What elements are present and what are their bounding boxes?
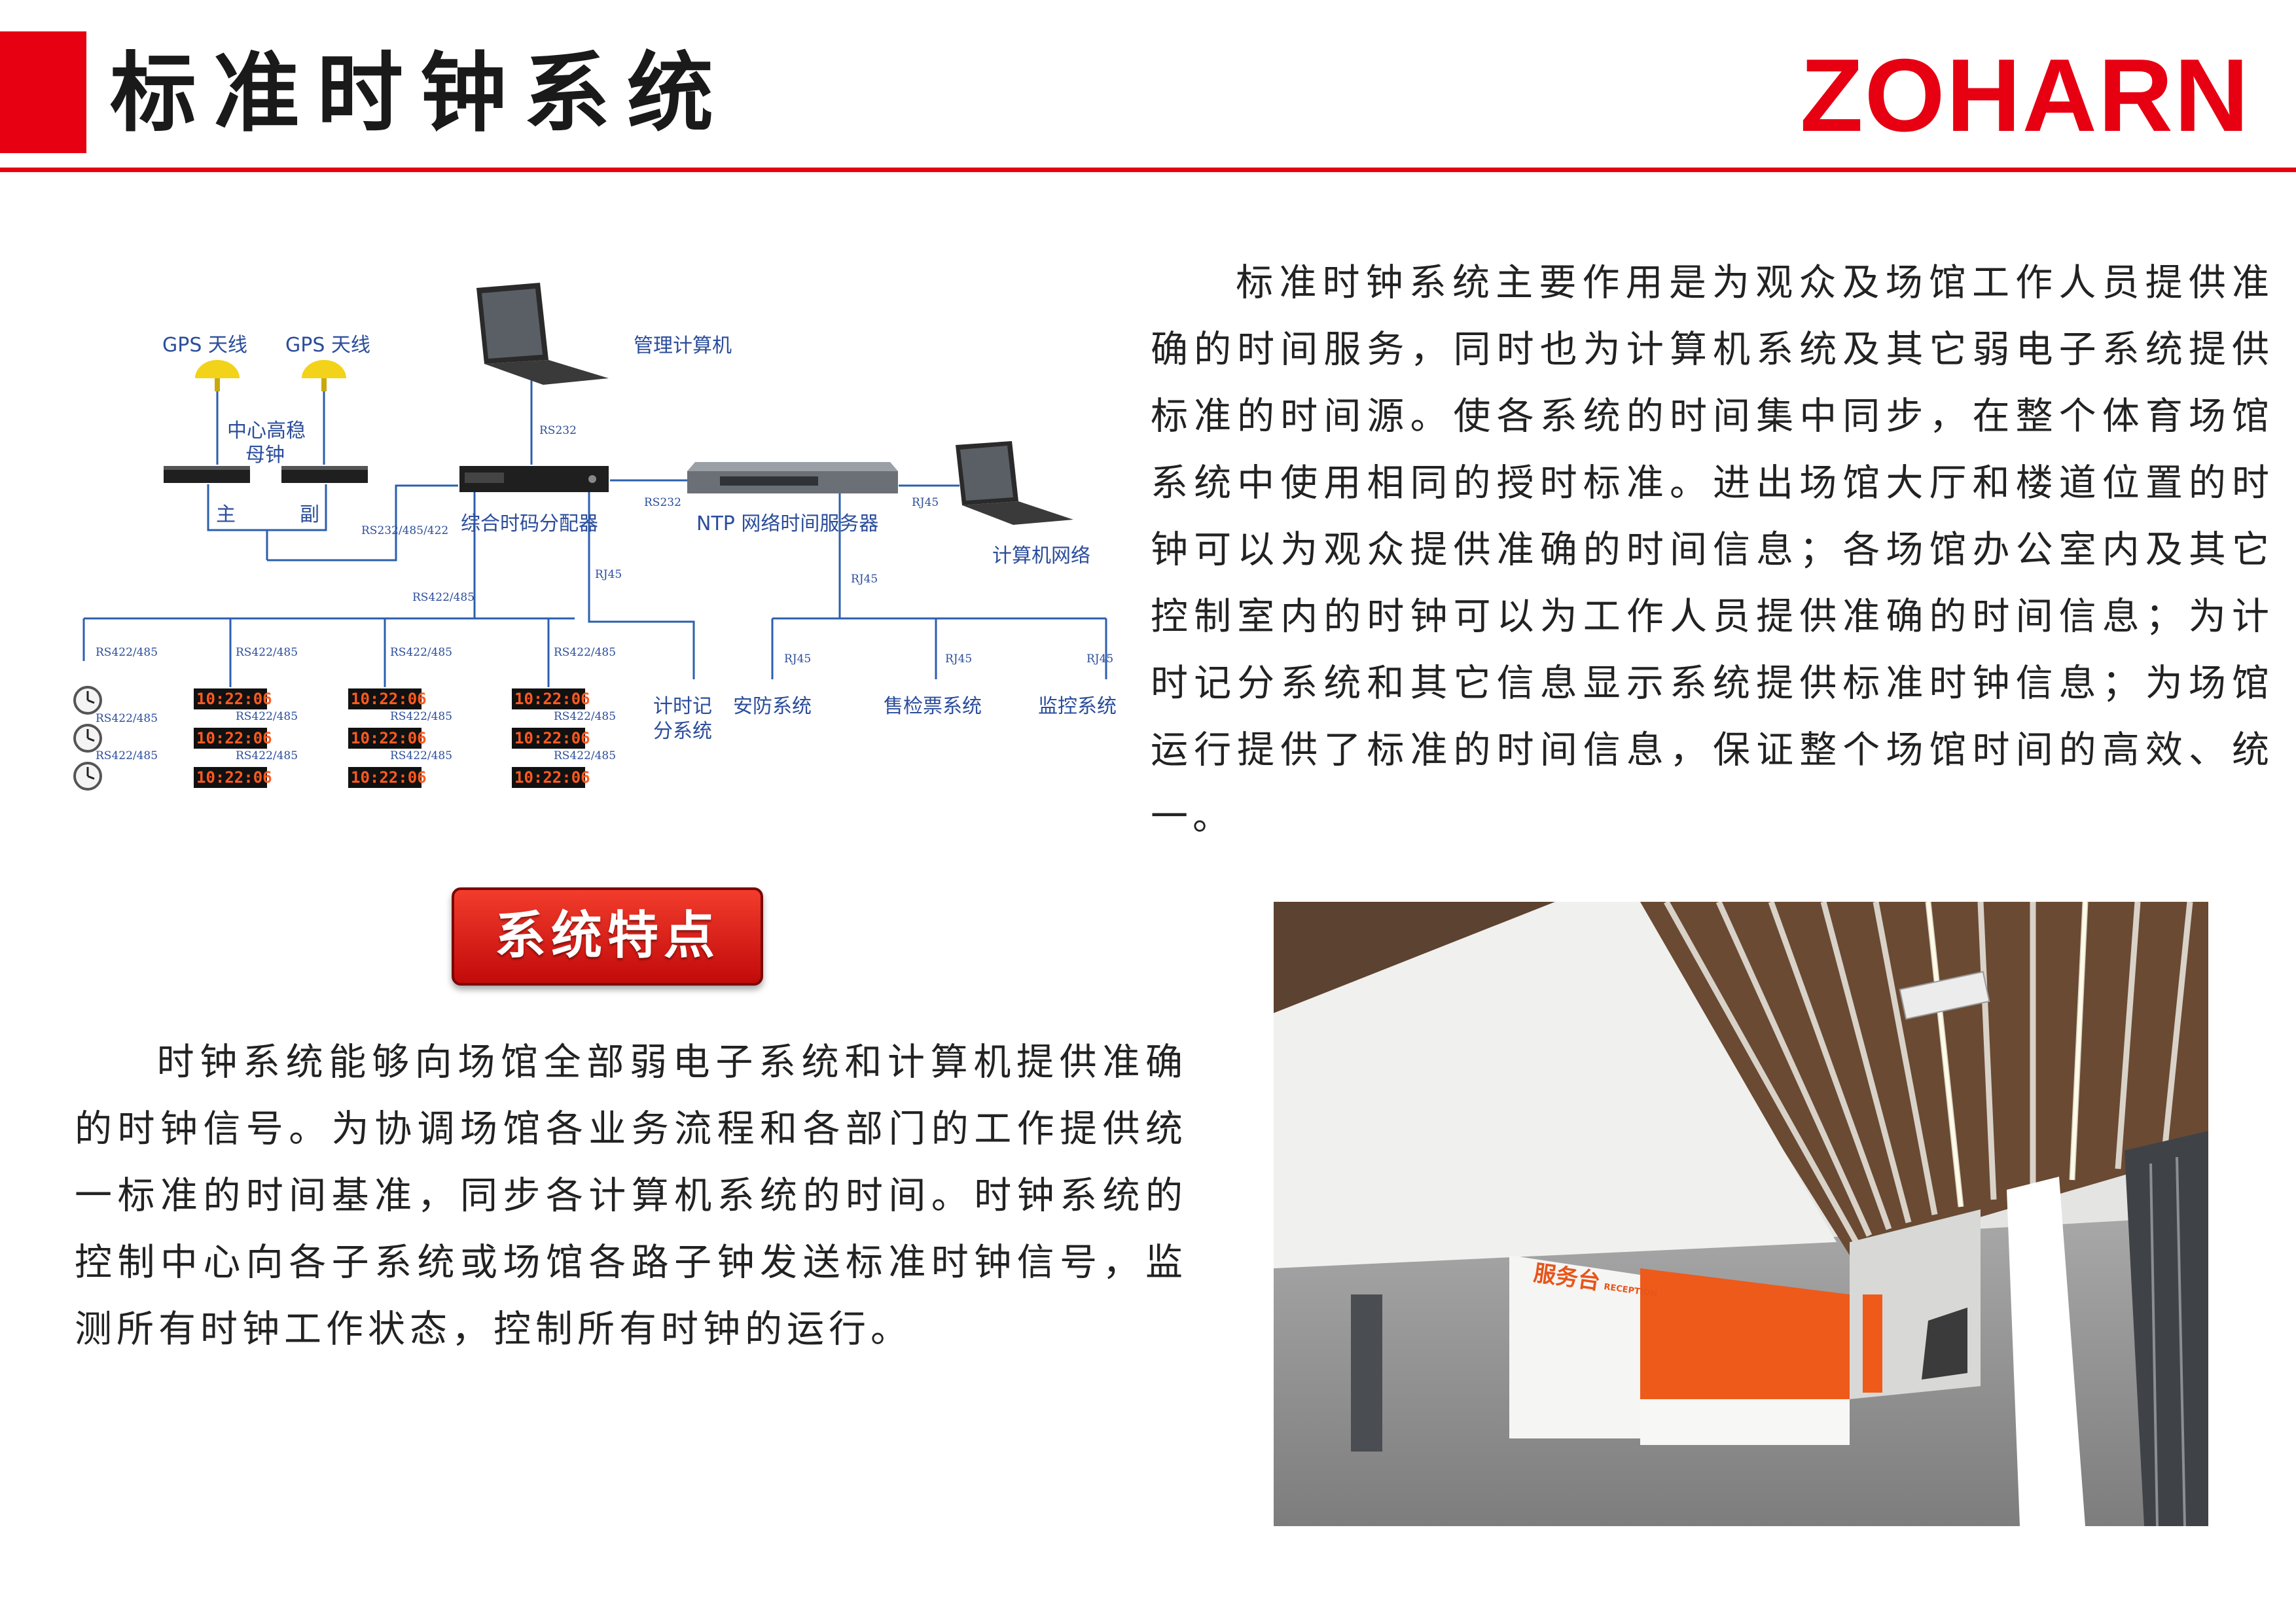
ntp-server-icon	[687, 462, 898, 493]
port-label: RJ45	[851, 573, 878, 586]
features-paragraph: 时钟系统能够向场馆全部弱电子系统和计算机提供准确 的时钟信号。为协调场馆各业务流…	[75, 1041, 1187, 1351]
digital-clock-display: 10:22:06	[348, 688, 427, 709]
reception-hall-photo: 服务台 RECEPTION	[1274, 902, 2208, 1526]
header-accent-block	[0, 31, 86, 153]
port-label: RJ45	[912, 496, 939, 509]
port-label: RJ45	[1086, 652, 1113, 666]
security-system-label: 安防系统	[733, 695, 812, 718]
port-label: RS232	[539, 424, 577, 437]
primary-label: 主	[216, 503, 236, 526]
digital-clock-display: 10:22:06	[348, 728, 427, 749]
secondary-label: 副	[300, 503, 319, 526]
distributor-label: 综合时码分配器	[461, 512, 598, 535]
port-label: RJ45	[784, 652, 811, 666]
intro-paragraph: 标准时钟系统主要作用是为观众及场馆工作人员提供准确的时间服务，同时也为计算机系统…	[1151, 261, 2274, 838]
brand-logo: ZOHARN	[1800, 38, 2250, 153]
ticketing-system-label: 售检票系统	[884, 695, 982, 718]
header-divider	[0, 168, 2296, 172]
port-label: RS422/485	[236, 646, 298, 659]
gps-antenna-icon	[302, 360, 346, 391]
port-label: RS422/485	[236, 710, 298, 723]
port-label: RS232/485/422	[361, 524, 448, 537]
port-label: RS422/485	[236, 749, 298, 762]
distributor-device-icon	[459, 466, 609, 492]
clock-reading: 10:22:06	[514, 690, 590, 708]
analog-clock-icon	[73, 762, 102, 791]
digital-clock-display: 10:22:06	[194, 688, 272, 709]
port-label: RS232	[644, 496, 681, 509]
clock-reading: 10:22:06	[514, 768, 590, 787]
clock-reading: 10:22:06	[196, 768, 272, 787]
port-label: RS422/485	[390, 749, 452, 762]
clock-reading: 10:22:06	[514, 729, 590, 747]
clock-reading: 10:22:06	[351, 768, 427, 787]
page-title: 标准时钟系统	[110, 43, 730, 144]
port-label: RS422/485	[554, 710, 616, 723]
rack-unit-icon	[281, 466, 368, 483]
digital-clock-display: 10:22:06	[512, 688, 590, 709]
port-label: RS422/485	[390, 710, 452, 723]
analog-clock-icon	[73, 724, 102, 753]
port-label: RS422/485	[96, 749, 158, 762]
diagram-wiring	[82, 373, 1107, 687]
timing-scoring-label: 计时记	[653, 695, 712, 718]
rack-unit-icon	[164, 466, 250, 483]
port-label: RS422/485	[96, 712, 158, 725]
digital-clock-display: 10:22:06	[194, 767, 272, 788]
management-pc-label: 管理计算机	[634, 334, 732, 357]
computer-network-label: 计算机网络	[992, 544, 1090, 567]
gps-antenna-label: GPS 天线	[285, 334, 370, 357]
port-label: RS422/485	[554, 749, 616, 762]
clock-reading: 10:22:06	[196, 690, 272, 708]
digital-clock-display: 10:22:06	[512, 767, 590, 788]
monitoring-system-label: 监控系统	[1038, 695, 1117, 718]
laptop-icon	[956, 441, 1073, 525]
clock-reading: 10:22:06	[351, 729, 427, 747]
clock-reading: 10:22:06	[196, 729, 272, 747]
master-clock-label: 母钟	[245, 444, 285, 467]
port-label: RJ45	[945, 652, 972, 666]
master-clock-label: 中心高稳	[227, 419, 306, 442]
port-label: RS422/485	[96, 646, 158, 659]
port-label: RS422/485	[554, 646, 616, 659]
port-label: RS422/485	[412, 591, 475, 604]
clock-reading: 10:22:06	[351, 690, 427, 708]
timing-scoring-label: 分系统	[653, 720, 712, 743]
port-label: RS422/485	[390, 646, 452, 659]
clock-system-diagram: GPS 天线 GPS 天线 中心高稳 母钟 主 副 管理计算机 综合时码分配器	[65, 268, 1139, 812]
laptop-icon	[476, 283, 609, 385]
digital-clock-display: 10:22:06	[512, 728, 590, 749]
ntp-server-label: NTP 网络时间服务器	[696, 512, 878, 535]
digital-clock-display: 10:22:06	[194, 728, 272, 749]
gps-antenna-label: GPS 天线	[162, 334, 247, 357]
analog-clock-icon	[73, 686, 102, 715]
system-features-button[interactable]: 系统特点	[452, 887, 763, 986]
digital-clock-display: 10:22:06	[348, 767, 427, 788]
port-label: RJ45	[595, 568, 622, 581]
gps-antenna-icon	[195, 360, 240, 391]
